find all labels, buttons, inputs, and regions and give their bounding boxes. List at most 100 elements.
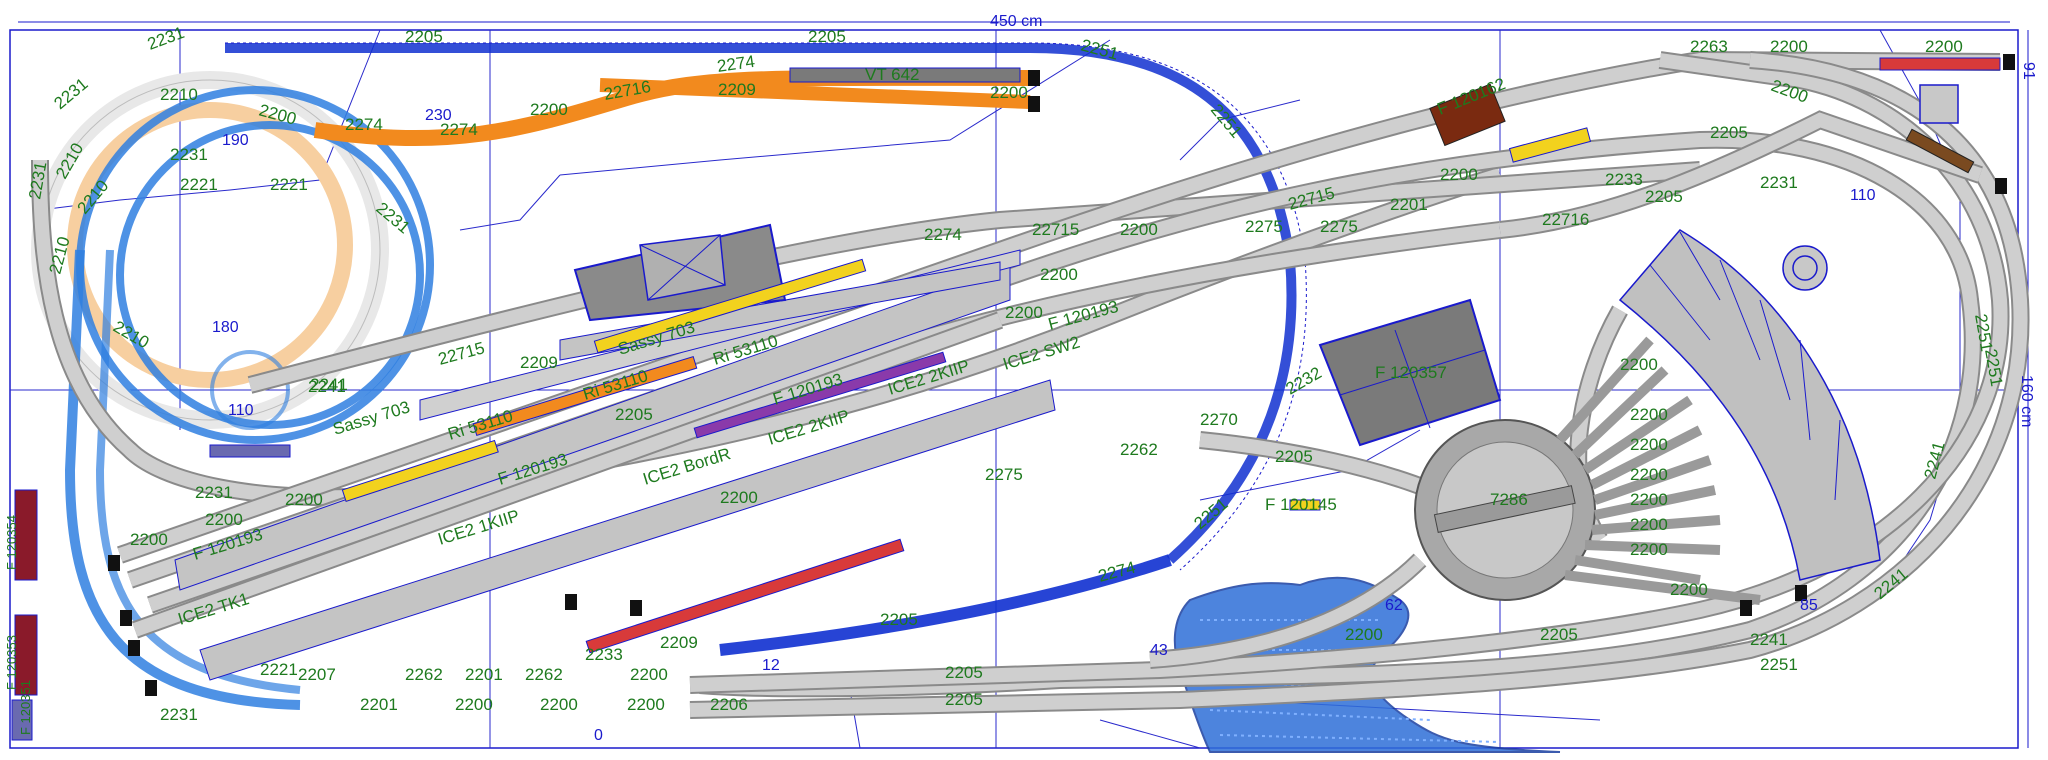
track-label: 2201	[1390, 195, 1428, 214]
track-label: 2200	[1630, 465, 1668, 484]
edge-dimension: 91	[2020, 62, 2037, 80]
track-label: 2241	[1750, 630, 1788, 649]
height-marker: 180	[212, 319, 239, 336]
height-marker: 0	[594, 727, 603, 744]
track-label: 2205	[1710, 123, 1748, 142]
track-label: 2200	[285, 490, 323, 509]
track-label: 2275	[985, 465, 1023, 484]
track-label: 2210	[160, 85, 198, 104]
station-platforms	[174, 249, 1056, 681]
height-marker: 230	[425, 107, 452, 124]
width-dimension: 450 cm	[990, 13, 1042, 30]
track-label: 2200	[540, 695, 578, 714]
track-label: 2200	[630, 665, 668, 684]
vehicle-label: F 120351	[18, 680, 33, 735]
track-label: 2201	[465, 665, 503, 684]
small-shed	[1919, 84, 1959, 124]
track-label: 2241	[308, 377, 346, 396]
track-label: 2205	[615, 405, 653, 424]
vehicle-label: F 120145	[1265, 495, 1337, 514]
track-label: 2200	[1630, 490, 1668, 509]
water-tower	[1782, 245, 1828, 291]
station-building	[573, 223, 787, 322]
height-marker: 12	[762, 657, 780, 674]
track-label: 2200	[1345, 625, 1383, 644]
height-marker: 190	[222, 132, 249, 149]
track-label: 2233	[1605, 170, 1643, 189]
track-label: 2200	[1630, 515, 1668, 534]
track-label: 2200	[720, 488, 758, 507]
track-label: 2221	[270, 175, 308, 194]
track-label: 2200	[1120, 220, 1158, 239]
track-label: 2209	[520, 353, 558, 372]
track-label: 2206	[710, 695, 748, 714]
building-label: F 120357	[1375, 363, 1447, 382]
return-loop-outline	[225, 42, 1307, 571]
track-label: 2205	[880, 610, 918, 629]
track-label: 2205	[808, 27, 846, 46]
goods-shed: F 120357	[1318, 298, 1502, 447]
dimension-labels: 450 cm 160 cm 91	[990, 13, 2037, 427]
track-label: 2200	[130, 530, 168, 549]
track-label: 2200	[1620, 355, 1658, 374]
track-label: 2200	[530, 100, 568, 119]
track-label: 2262	[1120, 440, 1158, 459]
height-marker: 110	[1850, 187, 1876, 204]
track-label: 2263	[1690, 37, 1728, 56]
track-label: 2200	[1440, 165, 1478, 184]
track-label: 2241	[310, 375, 348, 394]
track-label: 2200	[205, 510, 243, 529]
track-label: 2205	[405, 27, 443, 46]
track-label: 2221	[180, 175, 218, 194]
track-label: 2233	[585, 645, 623, 664]
track-label: 2270	[1200, 410, 1238, 429]
track-label: 2200	[1630, 540, 1668, 559]
vehicle-label: F 120353	[4, 635, 19, 690]
height-marker: 110	[228, 402, 254, 419]
track-label: 2200	[1005, 303, 1043, 322]
track-label: 2205	[1540, 625, 1578, 644]
height-markers: 0 12 43 62 85 110 110 180 190 230	[212, 107, 1876, 744]
left-blue-track-2	[95, 249, 301, 694]
track-label: 2207	[298, 665, 336, 684]
track-label: 2200	[1925, 37, 1963, 56]
track-label: 2262	[405, 665, 443, 684]
roundhouse	[1618, 229, 1881, 581]
track-label: 2200	[990, 83, 1028, 102]
bottom-blue-ramp	[719, 554, 1172, 656]
roundhouse-stall-tracks	[1556, 336, 1761, 605]
track-label: 2274	[345, 115, 383, 134]
track-label: 2231	[1760, 173, 1798, 192]
track-label: 2205	[945, 690, 983, 709]
height-marker: 43	[1150, 642, 1168, 659]
track-label: 2274	[924, 225, 962, 244]
track-label: 2200	[1630, 405, 1668, 424]
vehicle-label: VT 642	[865, 65, 920, 84]
track-label: 2274	[440, 120, 478, 139]
track-label: 2231	[160, 705, 198, 724]
rolling-stock	[11, 57, 2001, 741]
track-label: 2221	[260, 660, 298, 679]
vehicle-label: F 120354	[4, 515, 19, 570]
track-label: 2200	[1040, 265, 1078, 284]
track-label: 2200	[627, 695, 665, 714]
track-label: 2262	[525, 665, 563, 684]
track-label: 2205	[1275, 447, 1313, 466]
track-label: 2200	[455, 695, 493, 714]
track-label: 2201	[360, 695, 398, 714]
track-label: 2275	[1320, 217, 1358, 236]
height-dimension: 160 cm	[2018, 375, 2035, 427]
turntable[interactable]: 7286	[1414, 419, 1596, 601]
track-label: 2200	[1670, 580, 1708, 599]
track-label: 22715	[1032, 220, 1079, 239]
height-marker: 62	[1385, 597, 1403, 614]
track-labels-bottom: 2200 2200 2231 2221 2207 2262 2201 2262 …	[130, 510, 1912, 724]
left-blue-track	[64, 249, 301, 710]
track-label: 2205	[945, 663, 983, 682]
track-label: 2275	[1245, 217, 1283, 236]
track-label: 2209	[718, 80, 756, 99]
track-label: 2209	[660, 633, 698, 652]
track-label: 2231	[170, 145, 208, 164]
track-label: 2231	[195, 483, 233, 502]
